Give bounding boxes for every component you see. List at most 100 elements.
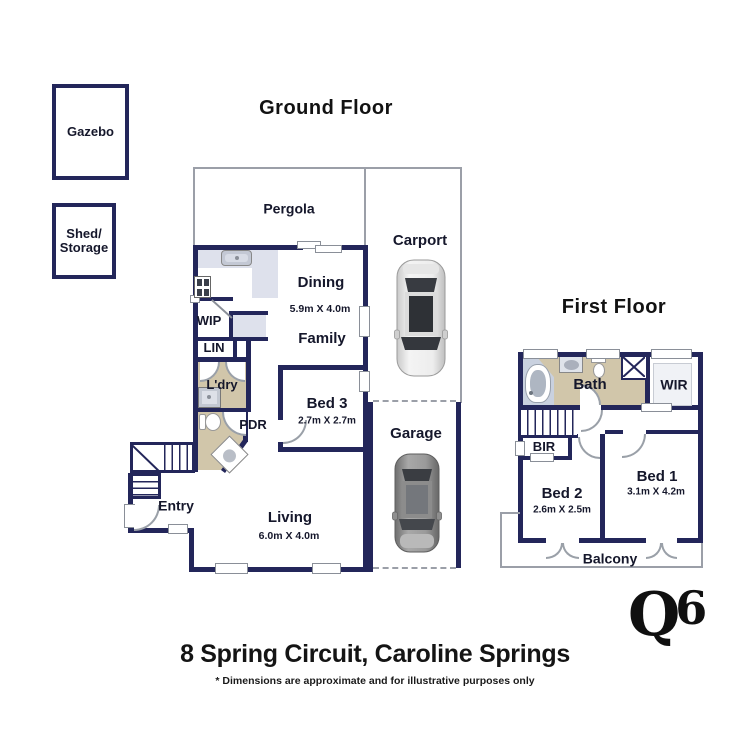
wall [246,341,251,412]
wall [229,311,268,315]
wall [193,245,303,250]
double-door-arc [546,543,563,559]
carport-outline-right [460,167,462,403]
stove-icon [194,276,211,298]
kitchen-counter-side [252,268,278,298]
toilet-icon [593,363,605,378]
garage-wall-left [368,402,373,572]
stairs-icon [518,410,577,435]
wall [278,365,368,370]
bir-label: BIR [532,438,556,454]
wall [233,341,237,357]
address-title: 8 Spring Circuit, Caroline Springs [180,640,570,668]
window [359,306,370,337]
pergola-label: Pergola [263,200,315,217]
wall [568,438,572,459]
wall [278,447,368,452]
wall [128,473,133,533]
sliding-door [315,245,342,253]
wir-label: WIR [660,376,688,393]
balcony-outline [500,512,502,568]
wall [677,538,703,543]
wall [363,245,368,572]
shed-storage-box: Shed/ Storage [52,203,116,279]
wall [518,538,546,543]
double-door-arc [661,543,677,559]
bath-label: Bath [573,375,607,393]
wall [518,434,578,438]
balcony-outline [701,543,703,568]
balcony-label: Balcony [582,550,638,567]
bathtub-icon [525,364,551,403]
sliding-door [530,453,554,462]
family-label: Family [298,329,346,347]
gazebo-label: Gazebo [67,123,114,139]
dining-label: Dining [297,273,345,291]
carport-label: Carport [392,231,448,249]
q6-logo: Q 6 [628,580,708,650]
bed2-dims: 2.6m X 2.5m [533,504,591,516]
window [651,349,692,359]
logo-q: Q [628,580,681,650]
pergola-outline-left [193,167,195,247]
garage-label: Garage [390,424,442,442]
garage-door-dashed [373,567,456,569]
garage-door-dashed [373,400,456,402]
sliding-door [641,403,672,412]
wip-label: WIP [196,312,222,328]
window [586,349,620,359]
logo-six: 6 [675,581,708,635]
window [168,524,188,534]
pergola-outline-top [193,167,365,169]
wall [189,528,194,572]
wall [229,315,233,341]
shed-storage-label: Shed/ Storage [59,225,109,255]
linen-closet-icon [621,355,648,380]
wall [193,337,268,341]
door-arc [622,434,646,458]
garage-wall-right [456,402,461,568]
living-dims: 6.0m X 4.0m [258,530,320,543]
double-door-arc [646,543,662,559]
window [312,563,341,574]
door-arc [578,437,600,459]
laundry-trough-icon [198,387,221,408]
wall [645,354,650,410]
wall [278,365,283,420]
balcony-outline [500,512,520,514]
disclaimer-text: * Dimensions are approximate and for ill… [215,675,535,687]
wardrobe-shelf [653,363,692,406]
wall [646,430,703,434]
stairs-icon [130,473,161,499]
bed1-dims: 3.1m X 4.2m [627,486,685,498]
first-floor-title: First Floor [561,296,667,318]
bed2-label: Bed 2 [541,484,583,502]
dining-dims: 5.9m X 4.0m [289,303,351,316]
wall [579,538,646,543]
bed3-label: Bed 3 [306,394,348,412]
wall [193,408,248,412]
entry-label: Entry [158,497,194,514]
car-top-view-icon [394,259,448,377]
ldry-label: L'dry [206,376,238,392]
wall [340,245,368,250]
wall [128,528,192,533]
bed3-dims: 2.7m X 2.7m [298,415,356,427]
kitchen-bench [231,315,266,337]
door-arc [581,410,603,432]
living-label: Living [267,508,313,526]
wall [600,434,605,543]
bed1-label: Bed 1 [636,467,678,485]
balcony-outline [500,566,703,568]
window [359,371,370,392]
toilet-icon [205,413,221,431]
wall [605,430,623,434]
kitchen-sink-icon [221,250,252,266]
carport-outline-top [364,167,462,169]
double-door-arc [562,543,579,559]
stair-treads [158,445,192,470]
wall [193,357,250,362]
wall [698,352,703,543]
window [523,349,558,359]
